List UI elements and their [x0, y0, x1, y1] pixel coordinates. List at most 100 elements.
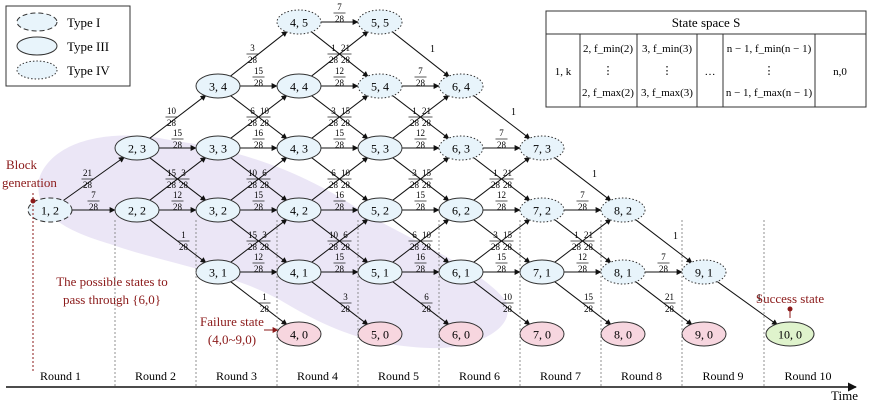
svg-text:1: 1 — [592, 169, 597, 180]
edge-label-1-2-to-2-2: 728 — [87, 190, 100, 212]
svg-text:28: 28 — [497, 140, 507, 150]
edge-label-3-2-to-4-1: 328 — [258, 230, 271, 252]
svg-text:10: 10 — [422, 230, 432, 240]
svg-text:2, 2: 2, 2 — [128, 204, 146, 218]
edge-label-4-1-to-5-0: 328 — [339, 292, 352, 314]
svg-text:15: 15 — [335, 128, 345, 138]
state-node-4-5: 4, 5 — [276, 9, 322, 35]
svg-text:7: 7 — [418, 66, 423, 76]
block-generation-label-2: generation — [2, 175, 57, 190]
svg-text:28: 28 — [260, 180, 270, 190]
svg-text:28: 28 — [260, 242, 270, 252]
edge-label-7-3-to-8-2: 1 — [592, 169, 597, 180]
edge-label-5-1-to-6-0: 628 — [420, 292, 433, 314]
svg-text:5, 3: 5, 3 — [371, 142, 389, 156]
state-node-4-2: 4, 2 — [276, 197, 322, 223]
state-node-9-1: 9, 1 — [681, 259, 727, 285]
state-node-5-1: 5, 1 — [357, 259, 403, 285]
svg-text:15: 15 — [167, 168, 177, 178]
node-layer: 1, 22, 32, 23, 43, 33, 23, 14, 54, 44, 3… — [27, 9, 815, 347]
svg-text:28: 28 — [422, 242, 432, 252]
svg-text:1: 1 — [493, 168, 498, 178]
svg-text:15: 15 — [173, 128, 183, 138]
svg-text:4, 4: 4, 4 — [290, 80, 308, 94]
svg-text:28: 28 — [410, 180, 420, 190]
possible-states-label-1: The possible states to — [56, 274, 168, 289]
legend-type1-swatch — [16, 12, 58, 32]
svg-text:28: 28 — [416, 202, 426, 212]
svg-text:6, 0: 6, 0 — [452, 328, 470, 342]
svg-text:28: 28 — [572, 242, 582, 252]
svg-text:28: 28 — [584, 304, 594, 314]
svg-text:28: 28 — [341, 55, 351, 65]
svg-text:1: 1 — [430, 44, 435, 55]
svg-text:28: 28 — [416, 78, 426, 88]
state-node-4-1: 4, 1 — [276, 259, 322, 285]
svg-text:6, 2: 6, 2 — [452, 204, 470, 218]
edge-label-5-2-to-6-3: 328 — [408, 168, 421, 190]
svg-text:1: 1 — [262, 292, 267, 302]
edge-5-5-to-6-4 — [391, 30, 450, 78]
edge-label-5-4-to-6-4: 728 — [414, 66, 427, 88]
svg-text:28: 28 — [578, 264, 588, 274]
edge-label-8-2-to-9-1: 1 — [673, 231, 678, 242]
svg-text:3: 3 — [493, 230, 498, 240]
svg-text:16: 16 — [254, 128, 264, 138]
state-cell-2-dots: ⋮ — [603, 65, 614, 77]
state-node-5-0: 5, 0 — [357, 321, 403, 347]
svg-text:5, 0: 5, 0 — [371, 328, 389, 342]
svg-text:28: 28 — [416, 264, 426, 274]
state-cell-2-top: 2, f_min(2) — [583, 43, 633, 55]
svg-text:28: 28 — [491, 180, 501, 190]
svg-text:21: 21 — [503, 168, 512, 178]
round-label-4: Round 4 — [297, 369, 338, 383]
svg-text:28: 28 — [410, 242, 420, 252]
svg-text:28: 28 — [329, 55, 339, 65]
svg-text:12: 12 — [173, 190, 182, 200]
edge-7-3-to-8-2 — [553, 156, 612, 202]
svg-text:6: 6 — [343, 230, 348, 240]
svg-text:1: 1 — [757, 293, 762, 304]
edge-label-6-2-to-7-3: 128 — [489, 168, 502, 190]
svg-text:1, 2: 1, 2 — [41, 204, 59, 218]
edge-label-6-4-to-7-3: 1 — [511, 107, 516, 118]
round-label-2: Round 2 — [135, 369, 176, 383]
svg-text:6: 6 — [331, 168, 336, 178]
svg-text:15: 15 — [497, 252, 507, 262]
edge-label-5-5-to-6-4: 1 — [430, 44, 435, 55]
svg-text:28: 28 — [491, 242, 501, 252]
svg-text:15: 15 — [416, 190, 426, 200]
edge-8-2-to-9-1 — [634, 218, 693, 264]
svg-text:4, 1: 4, 1 — [290, 266, 308, 280]
svg-text:6: 6 — [262, 168, 267, 178]
round-label-7: Round 7 — [540, 369, 581, 383]
svg-text:10: 10 — [329, 230, 339, 240]
state-space-title: State space S — [672, 15, 741, 30]
svg-text:3: 3 — [262, 230, 267, 240]
svg-text:7: 7 — [499, 128, 504, 138]
svg-text:10, 0: 10, 0 — [778, 328, 802, 342]
svg-text:15: 15 — [503, 230, 513, 240]
failure-state-label-2: (4,0~9,0) — [208, 332, 256, 347]
svg-text:21: 21 — [83, 168, 92, 178]
svg-text:28: 28 — [248, 242, 258, 252]
svg-text:4, 0: 4, 0 — [290, 328, 308, 342]
svg-text:3, 2: 3, 2 — [209, 204, 227, 218]
state-cell-n1-dots: ⋮ — [764, 65, 775, 77]
round-label-6: Round 6 — [459, 369, 500, 383]
svg-text:28: 28 — [335, 14, 345, 24]
svg-text:28: 28 — [335, 202, 345, 212]
svg-text:6: 6 — [424, 292, 429, 302]
time-label: Time — [831, 388, 858, 403]
svg-text:28: 28 — [659, 264, 669, 274]
